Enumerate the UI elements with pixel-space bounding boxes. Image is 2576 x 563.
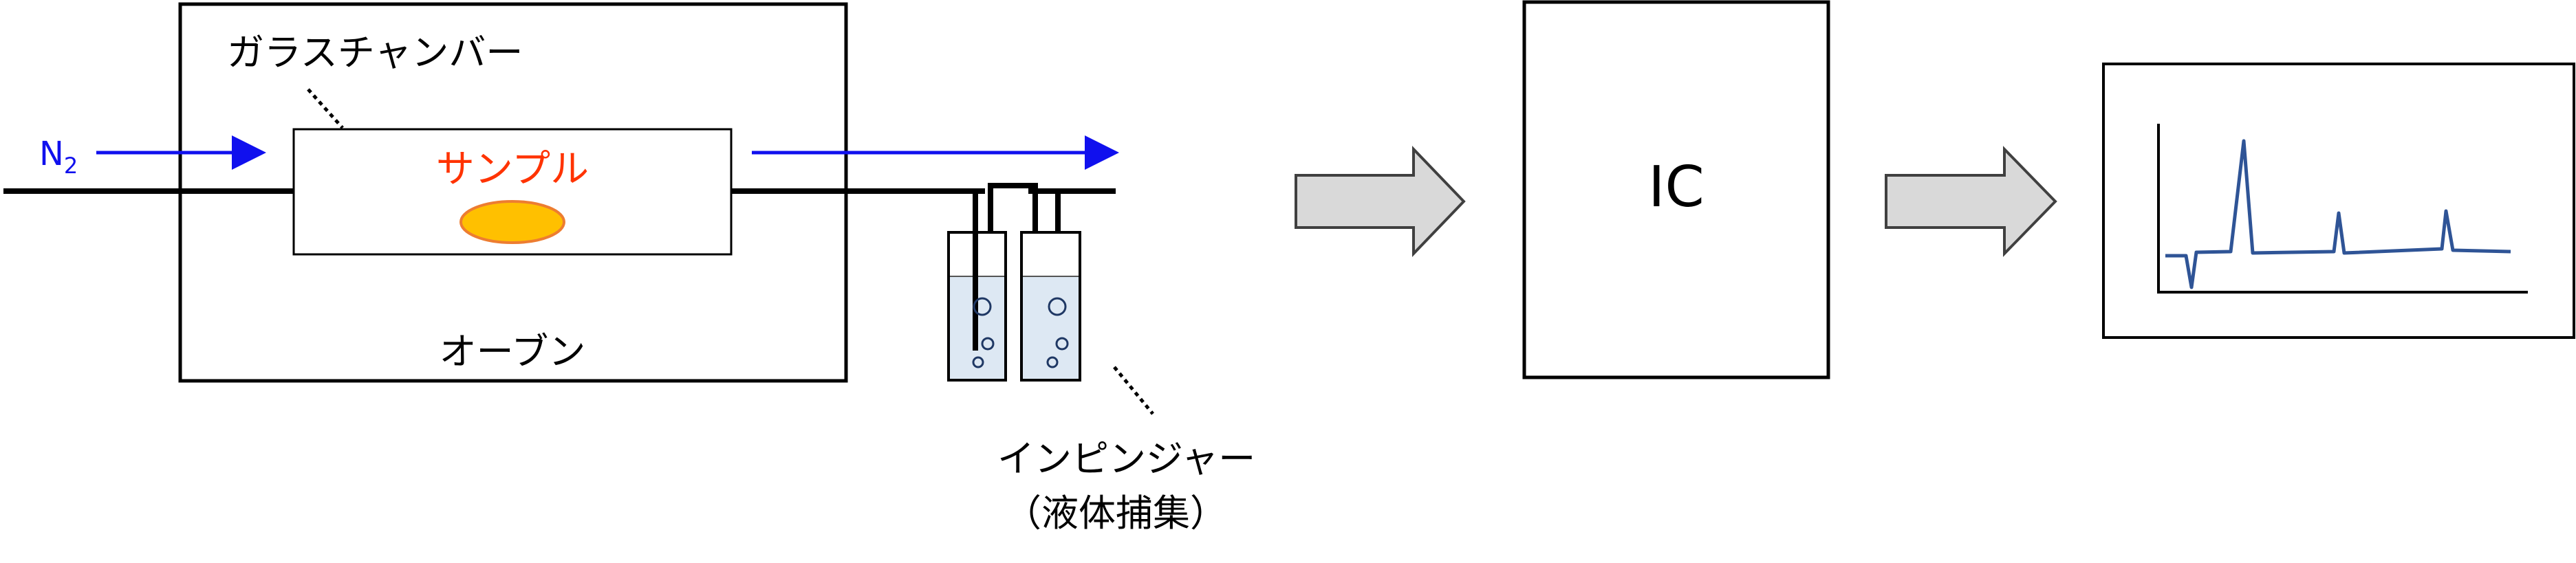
bubble-icon xyxy=(973,297,992,316)
glass-chamber-leader xyxy=(307,88,344,129)
chromatogram-axes xyxy=(2157,124,2528,294)
process-arrow-1-icon xyxy=(1295,146,1466,257)
impinger-label: インピンジャー xyxy=(997,437,1255,481)
glass-chamber-label: ガラスチャンバー xyxy=(227,31,523,74)
bubble-icon xyxy=(1055,337,1069,351)
chromatogram-trace xyxy=(2165,139,2511,289)
impinger-sub-label: （液体捕集） xyxy=(1004,492,1227,535)
ic-label: IC xyxy=(1648,155,1704,220)
n2-label: N2 xyxy=(39,135,78,179)
sample-ellipse xyxy=(459,200,565,244)
impinger-2 xyxy=(1020,188,1116,382)
process-arrow-2-icon xyxy=(1885,146,2057,257)
ic-box xyxy=(1522,0,1830,379)
chromatogram-box xyxy=(2102,63,2575,339)
impinger-1 xyxy=(947,188,1007,382)
oven-label: オーブン xyxy=(440,330,586,373)
bubble-icon xyxy=(1046,356,1059,368)
impinger-leader xyxy=(1113,366,1154,415)
bubble-icon xyxy=(981,337,995,351)
sample-label: サンプル xyxy=(436,147,589,192)
bubble-icon xyxy=(972,356,984,368)
bubble-icon xyxy=(1048,297,1067,316)
